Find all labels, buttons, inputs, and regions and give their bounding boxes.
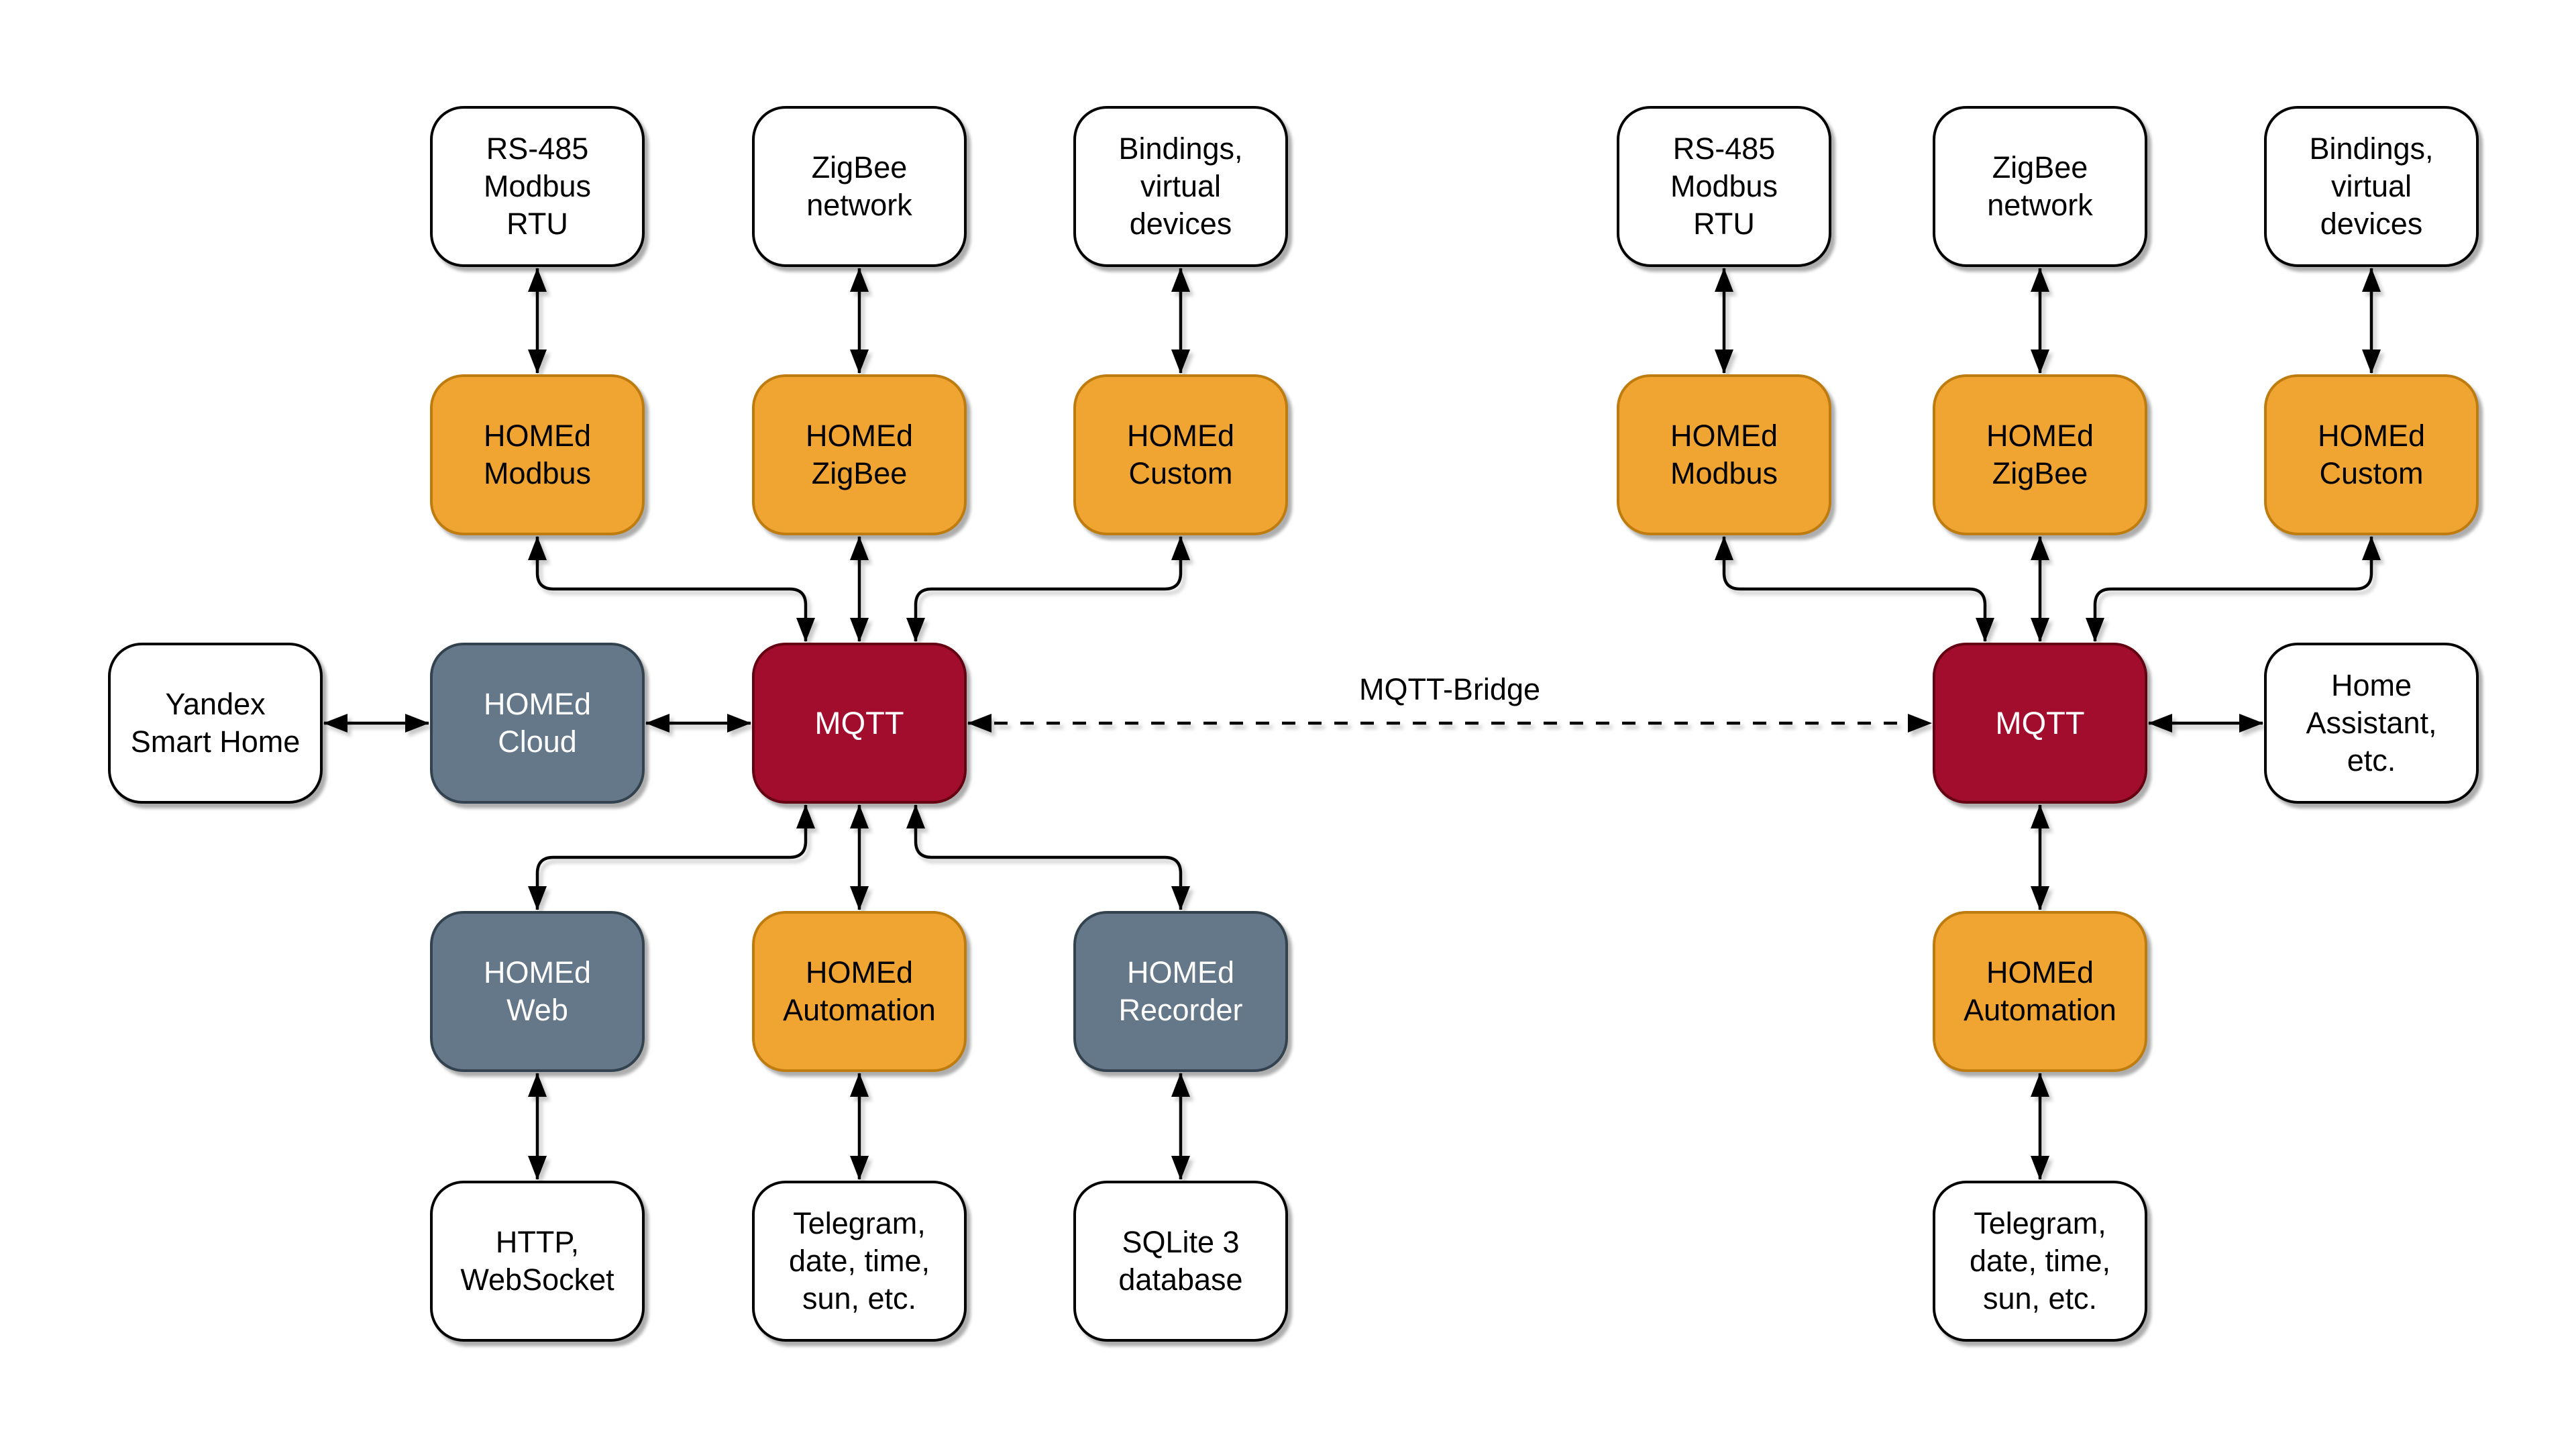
node-homed-custom-left: HOMEd Custom: [1073, 374, 1288, 535]
node-rs485-modbus-rtu-left: RS-485 Modbus RTU: [430, 106, 645, 267]
node-homed-zigbee-right: HOMEd ZigBee: [1933, 374, 2147, 535]
node-zigbee-network-left: ZigBee network: [752, 106, 967, 267]
node-http-websocket: HTTP, WebSocket: [430, 1181, 645, 1342]
edge-homedmodbus-mqtt-right: [1715, 536, 1994, 642]
node-zigbee-network-right: ZigBee network: [1933, 106, 2147, 267]
node-bindings-virtual-devices-left: Bindings, virtual devices: [1073, 106, 1288, 267]
node-mqtt-right: MQTT: [1933, 643, 2147, 804]
node-sqlite-database: SQLite 3 database: [1073, 1181, 1288, 1342]
node-rs485-modbus-rtu-right: RS-485 Modbus RTU: [1617, 106, 1831, 267]
node-bindings-virtual-devices-right: Bindings, virtual devices: [2264, 106, 2479, 267]
node-telegram-left: Telegram, date, time, sun, etc.: [752, 1181, 967, 1342]
edge-mqtt-homedrecorder: [906, 804, 1190, 910]
node-homed-cloud: HOMEd Cloud: [430, 643, 645, 804]
node-homed-recorder: HOMEd Recorder: [1073, 911, 1288, 1072]
edge-homedmodbus-mqtt-left: [528, 536, 815, 642]
node-homed-modbus-right: HOMEd Modbus: [1617, 374, 1831, 535]
node-mqtt-left: MQTT: [752, 643, 967, 804]
node-telegram-right: Telegram, date, time, sun, etc.: [1933, 1181, 2147, 1342]
node-homed-modbus-left: HOMEd Modbus: [430, 374, 645, 535]
node-homed-automation-right: HOMEd Automation: [1933, 911, 2147, 1072]
node-homed-automation-left: HOMEd Automation: [752, 911, 967, 1072]
mqtt-bridge-label: MQTT-Bridge: [1358, 672, 1541, 706]
edge-homedcustom-mqtt-left: [906, 536, 1190, 642]
node-homed-zigbee-left: HOMEd ZigBee: [752, 374, 967, 535]
node-home-assistant: Home Assistant, etc.: [2264, 643, 2479, 804]
edge-homedcustom-mqtt-right: [2086, 536, 2381, 642]
node-homed-custom-right: HOMEd Custom: [2264, 374, 2479, 535]
node-homed-web: HOMEd Web: [430, 911, 645, 1072]
node-yandex-smart-home: Yandex Smart Home: [108, 643, 323, 804]
edge-mqtt-homedweb: [528, 804, 815, 910]
